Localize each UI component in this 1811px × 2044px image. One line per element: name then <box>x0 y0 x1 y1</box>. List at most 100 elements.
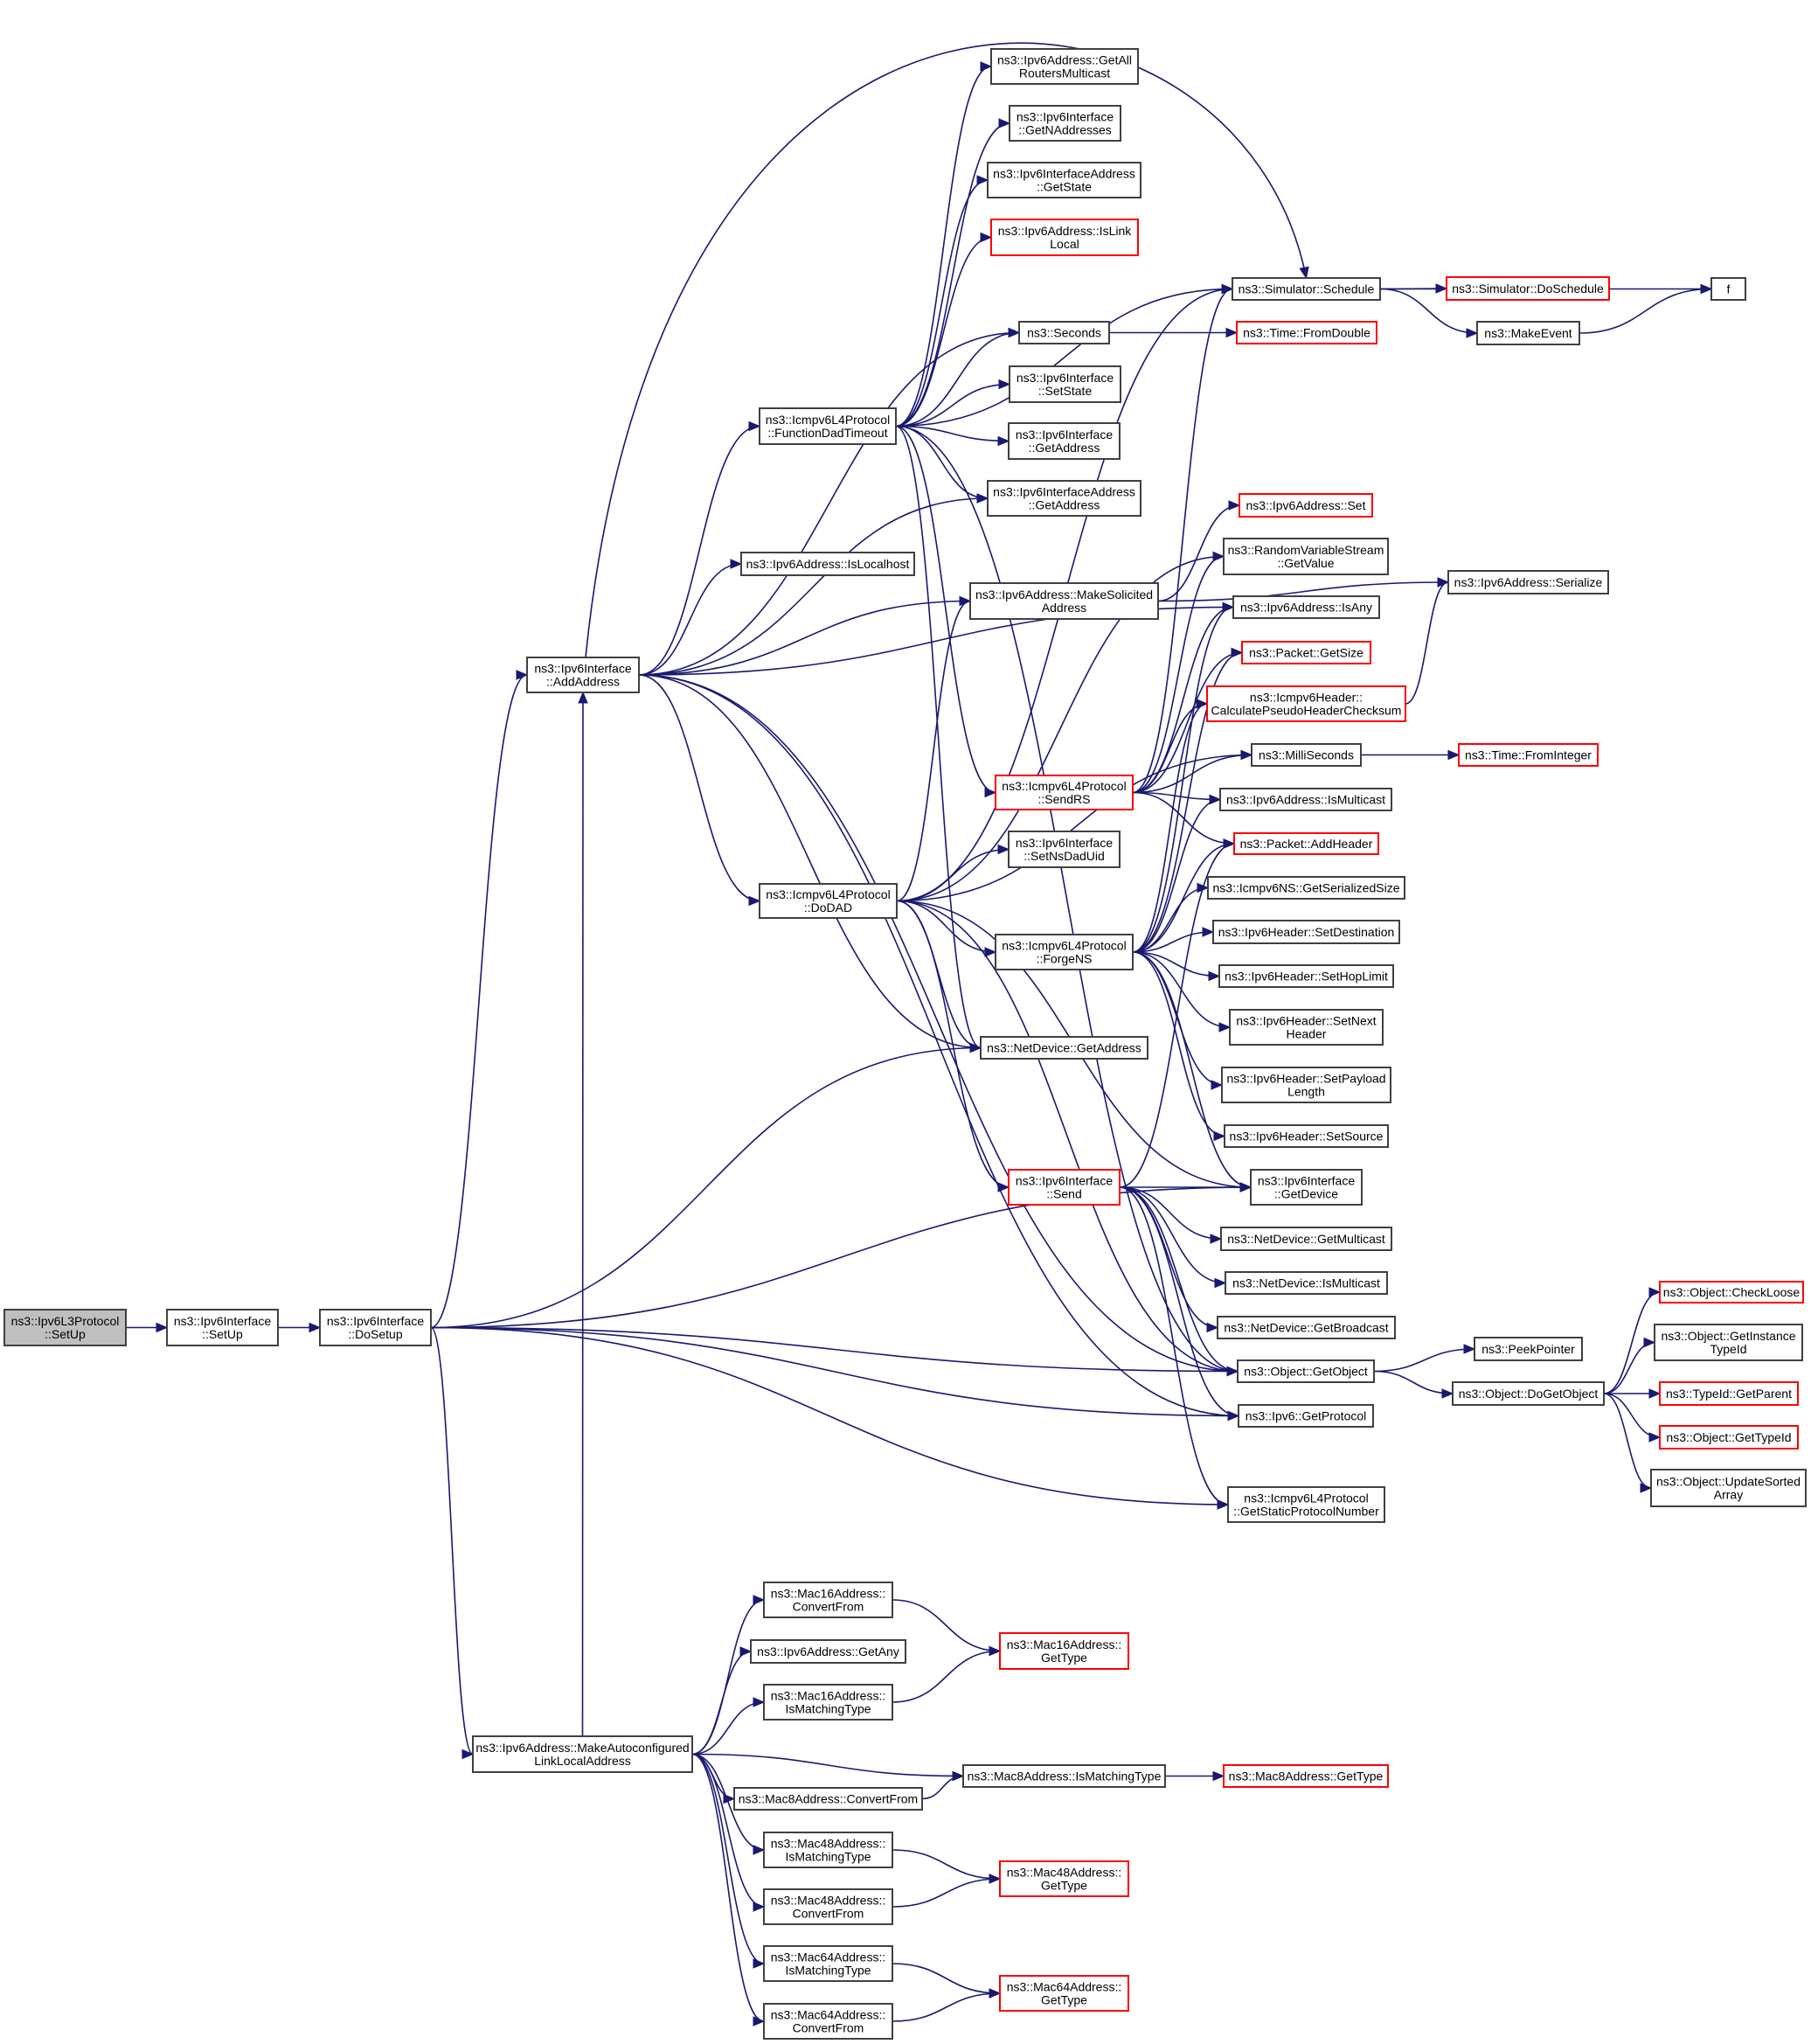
node-if-setup[interactable]: ns3::Ipv6Interface::SetUp <box>166 1309 279 1346</box>
node-getprotocol[interactable]: ns3::Ipv6::GetProtocol <box>1238 1404 1374 1428</box>
node-box[interactable] <box>1008 831 1121 868</box>
node-box[interactable] <box>763 1684 893 1721</box>
node-mac48-ismatch[interactable]: ns3::Mac48Address::IsMatchingType <box>763 1832 893 1868</box>
node-box[interactable] <box>1233 832 1379 855</box>
node-addaddress[interactable]: ns3::Ipv6Interface::AddAddress <box>526 657 640 693</box>
node-calcpseudo[interactable]: ns3::Icmpv6Header::CalculatePseudoHeader… <box>1206 685 1406 722</box>
node-mac64-ismatch[interactable]: ns3::Mac64Address::IsMatchingType <box>763 1945 893 1982</box>
node-box[interactable] <box>1447 570 1609 594</box>
node-box[interactable] <box>763 1832 893 1868</box>
node-box[interactable] <box>1220 1227 1392 1251</box>
node-box[interactable] <box>750 1639 906 1664</box>
node-rvs-getvalue[interactable]: ns3::RandomVariableStream::GetValue <box>1223 538 1389 575</box>
node-box[interactable] <box>1225 1271 1388 1295</box>
node-box[interactable] <box>1238 1404 1374 1428</box>
node-box[interactable] <box>1009 105 1121 142</box>
node-mac16-convert[interactable]: ns3::Mac16Address::ConvertFrom <box>763 1582 893 1618</box>
node-box[interactable] <box>1018 321 1110 344</box>
node-checkloose[interactable]: ns3::Object::CheckLoose <box>1659 1281 1804 1304</box>
node-getany[interactable]: ns3::Ipv6Address::GetAny <box>750 1639 906 1664</box>
node-box[interactable] <box>1008 1169 1121 1206</box>
node-peekpointer[interactable]: ns3::PeekPointer <box>1474 1337 1583 1361</box>
node-frominteger[interactable]: ns3::Time::FromInteger <box>1458 743 1599 767</box>
node-box[interactable] <box>759 883 898 919</box>
node-box[interactable] <box>995 934 1134 970</box>
node-box[interactable] <box>999 1860 1129 1897</box>
node-mac16-ismatch[interactable]: ns3::Mac16Address::IsMatchingType <box>763 1684 893 1721</box>
node-box[interactable] <box>1223 538 1389 575</box>
node-dosetup[interactable]: ns3::Ipv6Interface::DoSetup <box>319 1309 432 1346</box>
node-box[interactable] <box>1659 1281 1804 1304</box>
node-box[interactable] <box>740 552 915 576</box>
node-box[interactable] <box>1458 743 1599 767</box>
node-v6ismulticast[interactable]: ns3::Ipv6Address::IsMulticast <box>1219 788 1392 811</box>
node-box[interactable] <box>990 48 1139 85</box>
node-box[interactable] <box>1650 1469 1807 1507</box>
node-box[interactable] <box>999 1632 1129 1670</box>
node-fromdouble[interactable]: ns3::Time::FromDouble <box>1236 321 1377 344</box>
node-box[interactable] <box>980 1036 1148 1060</box>
node-addheader[interactable]: ns3::Packet::AddHeader <box>1233 832 1379 855</box>
node-box[interactable] <box>1218 964 1394 988</box>
node-root[interactable]: ns3::Ipv6L3Protocol::SetUp <box>3 1309 127 1346</box>
node-box[interactable] <box>1659 1381 1799 1406</box>
node-doschedule[interactable]: ns3::Simulator::DoSchedule <box>1446 276 1610 301</box>
node-setsource[interactable]: ns3::Ipv6Header::SetSource <box>1224 1124 1389 1148</box>
node-getobject[interactable]: ns3::Object::GetObject <box>1237 1359 1375 1383</box>
node-mac48-convert[interactable]: ns3::Mac48Address::ConvertFrom <box>763 1888 893 1925</box>
node-box[interactable] <box>763 1582 893 1618</box>
node-mac64-convert[interactable]: ns3::Mac64Address::ConvertFrom <box>763 2003 893 2040</box>
node-gettypeid[interactable]: ns3::Object::GetTypeId <box>1659 1425 1799 1450</box>
node-dogetobject[interactable]: ns3::Object::DoGetObject <box>1452 1381 1605 1406</box>
node-box[interactable] <box>763 1888 893 1925</box>
node-setnsdaduid[interactable]: ns3::Ipv6Interface::SetNsDadUid <box>1008 831 1121 868</box>
node-box[interactable] <box>1219 788 1392 811</box>
node-v6set[interactable]: ns3::Ipv6Address::Set <box>1239 493 1373 518</box>
node-box[interactable] <box>1250 1169 1363 1206</box>
node-box[interactable] <box>1206 685 1406 722</box>
node-box[interactable] <box>1659 1425 1799 1450</box>
node-box[interactable] <box>1008 422 1121 460</box>
node-ifaddr-getaddress[interactable]: ns3::Ipv6InterfaceAddress::GetAddress <box>987 480 1141 517</box>
node-nd-getmulticast[interactable]: ns3::NetDevice::GetMulticast <box>1220 1227 1392 1251</box>
node-setstate[interactable]: ns3::Ipv6Interface::SetState <box>1009 365 1121 403</box>
node-box[interactable] <box>1446 276 1610 301</box>
node-getserializedsize[interactable]: ns3::Icmpv6NS::GetSerializedSize <box>1207 876 1405 900</box>
node-if-getaddress[interactable]: ns3::Ipv6Interface::GetAddress <box>1008 422 1121 460</box>
node-box[interactable] <box>962 1764 1166 1788</box>
node-box[interactable] <box>1452 1381 1605 1406</box>
node-milliseconds[interactable]: ns3::MilliSeconds <box>1251 743 1362 767</box>
node-box[interactable] <box>990 219 1139 256</box>
node-box[interactable] <box>1229 1009 1384 1046</box>
node-box[interactable] <box>763 1945 893 1982</box>
node-box[interactable] <box>969 582 1159 620</box>
node-dodad[interactable]: ns3::Icmpv6L4Protocol::DoDAD <box>759 883 898 919</box>
node-box[interactable] <box>763 2003 893 2040</box>
node-box[interactable] <box>1251 743 1362 767</box>
node-box[interactable] <box>1217 1316 1396 1339</box>
node-box[interactable] <box>526 657 640 693</box>
node-setdestination[interactable]: ns3::Ipv6Header::SetDestination <box>1212 920 1400 944</box>
node-mac8-ismatch[interactable]: ns3::Mac8Address::IsMatchingType <box>962 1764 1166 1788</box>
node-f[interactable]: f <box>1710 277 1746 301</box>
node-makeauto[interactable]: ns3::Ipv6Address::MakeAutoconfiguredLink… <box>472 1735 693 1773</box>
node-schedule[interactable]: ns3::Simulator::Schedule <box>1232 277 1381 301</box>
node-box[interactable] <box>166 1309 279 1346</box>
node-mac48-gettype[interactable]: ns3::Mac48Address::GetType <box>999 1860 1129 1897</box>
node-nd-ismulticast[interactable]: ns3::NetDevice::IsMulticast <box>1225 1271 1388 1295</box>
node-box[interactable] <box>759 407 897 445</box>
node-box[interactable] <box>1227 1486 1385 1523</box>
node-box[interactable] <box>1232 277 1381 301</box>
node-sendrs[interactable]: ns3::Icmpv6L4Protocol::SendRS <box>995 775 1134 810</box>
node-box[interactable] <box>987 162 1141 198</box>
node-serialize[interactable]: ns3::Ipv6Address::Serialize <box>1447 570 1609 594</box>
node-box[interactable] <box>1474 1337 1583 1361</box>
node-forgens[interactable]: ns3::Icmpv6L4Protocol::ForgeNS <box>995 934 1134 970</box>
node-box[interactable] <box>1212 920 1400 944</box>
node-getnaddr[interactable]: ns3::Ipv6Interface::GetNAddresses <box>1009 105 1121 142</box>
node-box[interactable] <box>472 1735 693 1773</box>
node-mac8-gettype[interactable]: ns3::Mac8Address::GetType <box>1223 1764 1389 1788</box>
